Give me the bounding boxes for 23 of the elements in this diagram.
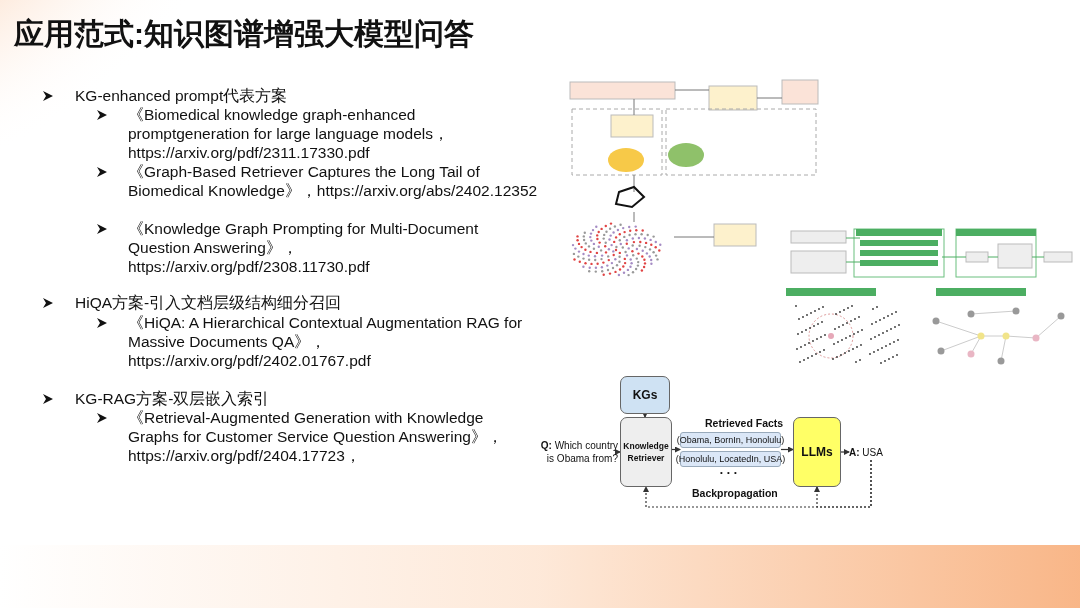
edge-label: Backpropagation [690,487,780,499]
section-heading: HiQA方案-引入文档层级结构细分召回 [75,293,342,312]
reference-text: 《Graph-Based Retriever Captures the Long Tail of Biomedical Knowledge》，https://arxiv.org/abs/2402.12352 [128,162,538,200]
slide-title: 应用范式:知识图谱增强大模型问答 [14,16,474,52]
section-heading: KG-enhanced prompt代表方案 [75,86,288,105]
dashed-arrow [814,459,872,508]
arrow [642,412,648,418]
reference-text: 《Knowledge Graph Prompting for Multi-Document Question Answering》，https://arxiv.org/pdf/2308.11730.pdf [128,219,480,276]
arrow [615,449,621,455]
section-heading: KG-RAG方案-双层嵌入索引 [75,389,270,408]
retriever-box: Knowledge Retriever [620,417,672,487]
reference-text: 《Biomedical knowledge graph-enhanced promptgeneration for large language models，https://arxiv.org/pdf/2311.17330.pdf [128,105,451,162]
reference-text: 《Retrieval-Augmented Generation with Knowledge Graphs for Customer Service Question Answering》，https://arxiv.org/pdf/2404.17723， [128,408,504,465]
answer-text: A: USA [849,444,893,460]
section-label: Retrieved Facts [705,417,784,429]
reference-text: 《HiQA: A Hierarchical Contextual Augmentation RAG for Massive Documents QA》，https://arxiv.org/pdf/2402.01767.pdf [128,313,524,370]
arrow [840,449,850,455]
knowledge-graph-box: KGs [620,376,670,414]
arrow [671,446,681,453]
question-text: Q: Which country is Obama from? [538,438,618,466]
arrow [780,446,794,453]
llm-box: LLMs [793,417,841,487]
ellipsis-text: • • • [720,468,738,477]
